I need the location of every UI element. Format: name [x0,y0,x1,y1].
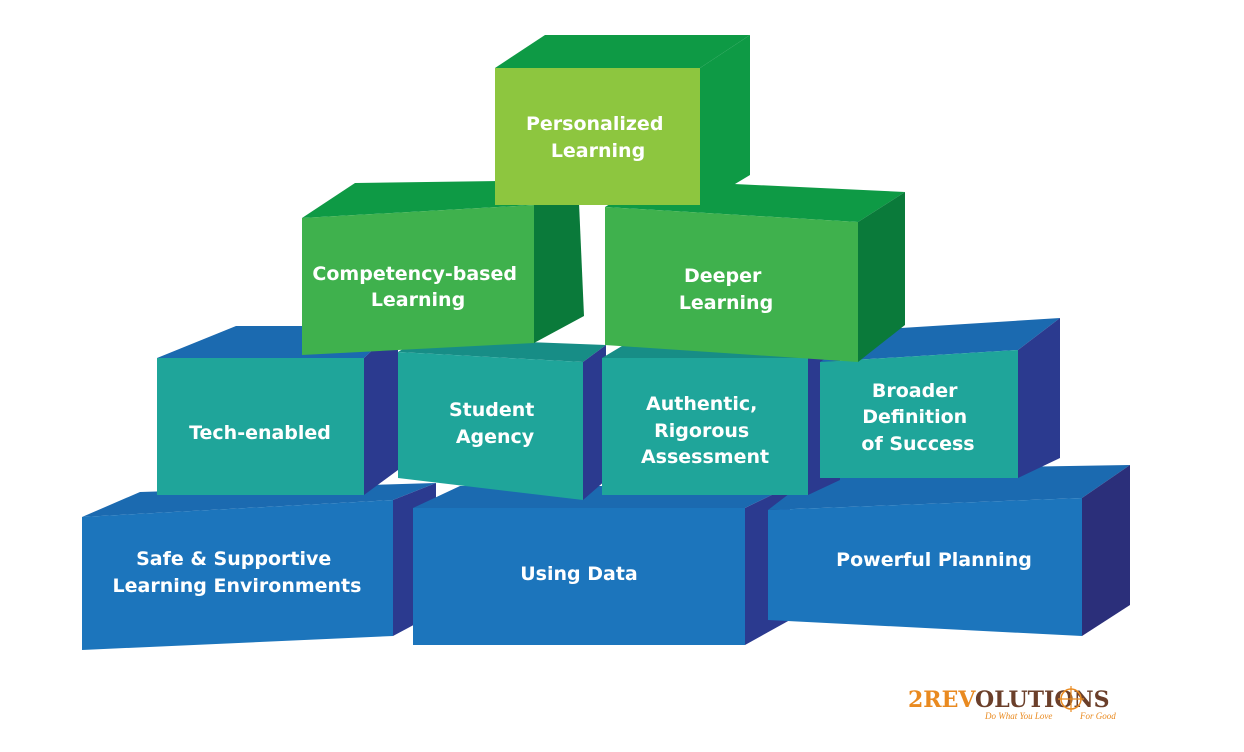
block-label-student-agency: Student Agency [449,399,541,448]
block-safe-supportive: Safe & Supportive Learning Environments [82,483,436,650]
block-label-safe: Safe & Supportive Learning Environments [113,548,362,597]
block-front-face [413,508,745,645]
block-side-face [583,345,606,500]
logo-wordmark: 2REVOLUTIONS [908,687,1110,713]
block-deeper-learning: Deeper Learning [605,180,905,362]
block-label-authentic-assessment: Authentic, Rigorous Assessment [641,393,769,468]
logo-tagline-left: Do What You Love [984,711,1052,721]
block-authentic-assessment: Authentic, Rigorous Assessment [602,340,840,495]
block-powerful-planning: Powerful Planning [768,465,1130,636]
block-label-using-data: Using Data [520,563,638,585]
block-side-face [1082,465,1130,636]
block-top-face [820,318,1060,362]
block-front-face [605,207,858,362]
block-broader-definition: Broader Definition of Success [820,318,1060,478]
block-front-face [157,358,364,495]
block-tech-enabled: Tech-enabled [157,326,398,495]
block-personalized-learning: Personalized Learning [495,35,750,205]
block-front-face [768,498,1082,636]
block-front-face [302,205,534,355]
block-label-competency-based: Competency-based Learning [312,263,523,311]
brand-logo: 2REVOLUTIONS Do What You Love For Good [908,686,1116,721]
block-top-face [495,35,750,68]
block-label-broader-definition: Broader Definition of Success [861,380,974,455]
block-front-face [398,352,583,500]
block-side-face [1018,318,1060,478]
block-label-tech-enabled: Tech-enabled [189,422,331,444]
block-front-face [820,350,1018,478]
block-front-face [82,500,393,650]
block-side-face [534,180,584,343]
crosshair-icon [1058,686,1084,712]
block-side-face [364,326,398,495]
block-front-face [602,358,808,495]
block-label-deeper-learning: Deeper Learning [679,265,773,314]
block-using-data: Using Data [413,486,790,645]
logo-tagline-right: For Good [1079,711,1116,721]
block-student-agency: Student Agency [398,338,606,500]
block-side-face [858,192,905,362]
block-front-face [495,68,700,205]
block-label-personalized-learning: Personalized Learning [526,113,670,162]
block-competency-based: Competency-based Learning [302,180,584,355]
block-label-powerful-planning: Powerful Planning [836,549,1032,571]
block-side-face [700,35,750,205]
